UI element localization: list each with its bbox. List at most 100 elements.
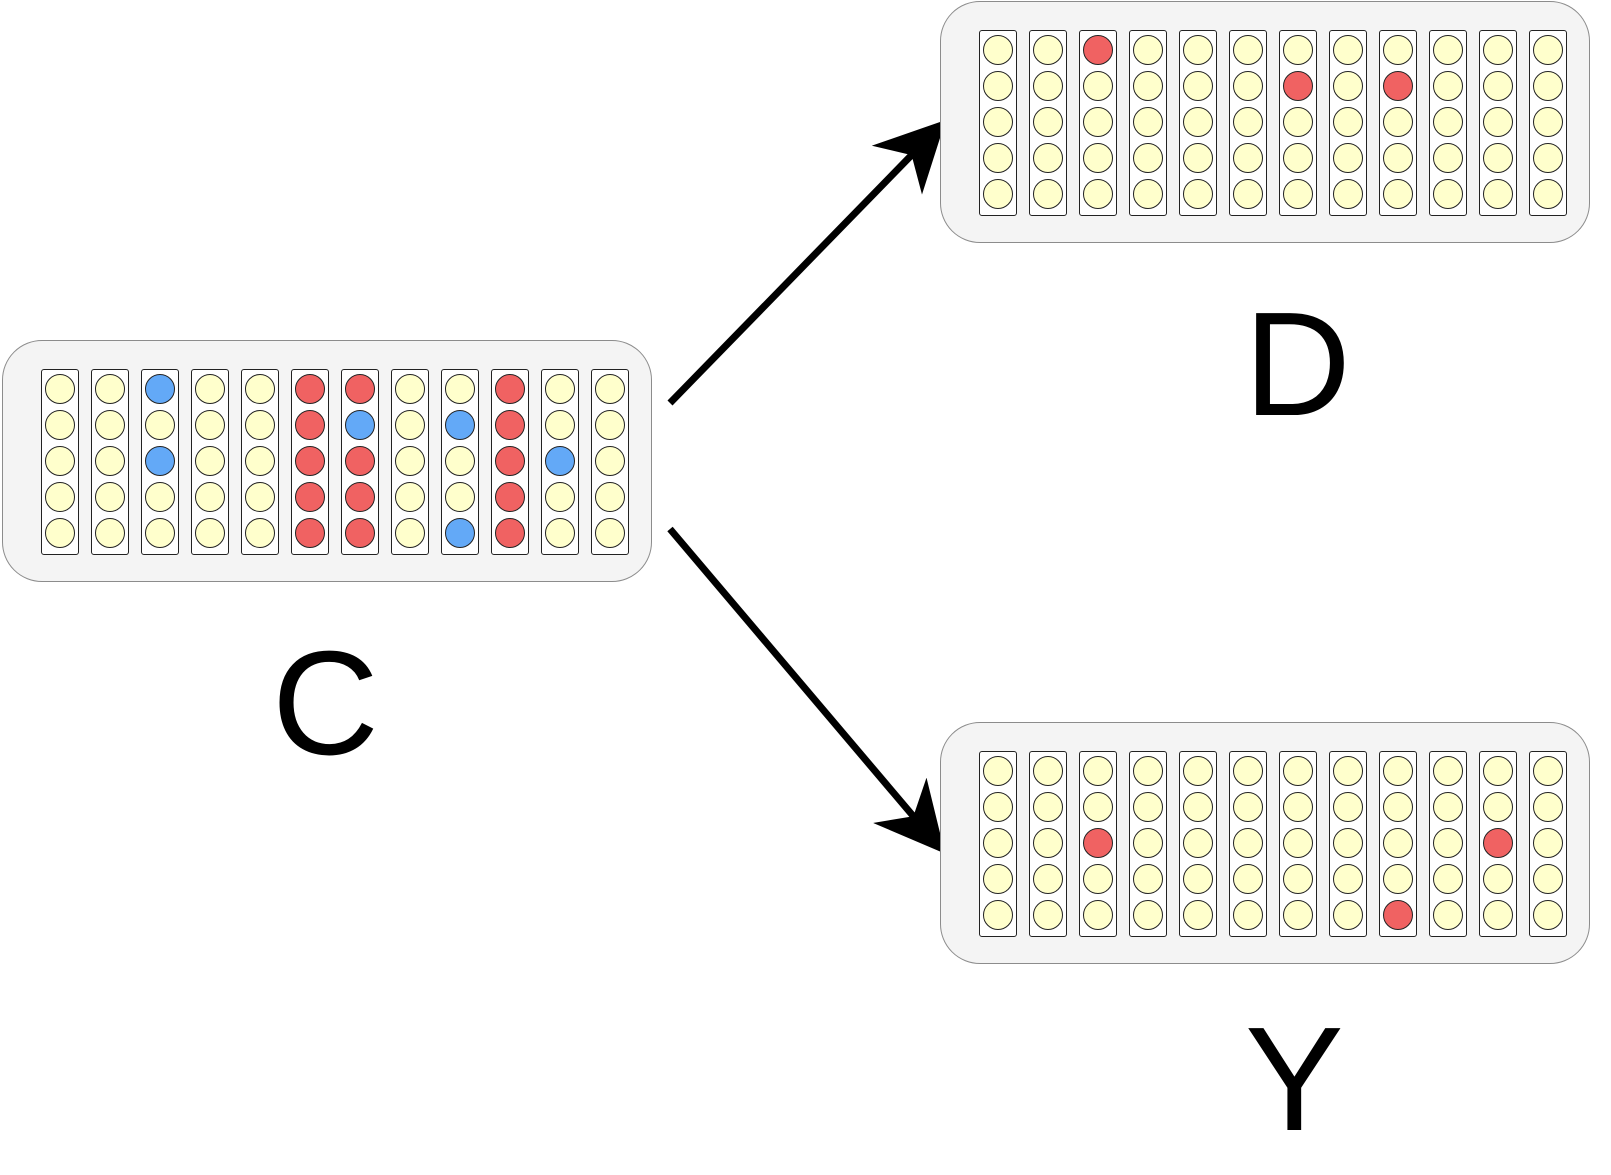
neutral-dot [1383,756,1413,786]
neutral-dot [1233,71,1263,101]
panel-c-column [291,369,329,555]
neutral-dot [1383,107,1413,137]
neutral-dot [1233,828,1263,858]
neutral-dot [983,828,1013,858]
panel-y-column [1079,751,1117,937]
blue-dot [445,518,475,548]
neutral-dot [1383,792,1413,822]
panel-y-column [1479,751,1517,937]
neutral-dot [1033,792,1063,822]
neutral-dot [1533,900,1563,930]
red-dot [345,374,375,404]
neutral-dot [983,107,1013,137]
neutral-dot [1083,792,1113,822]
neutral-dot [1433,71,1463,101]
neutral-dot [45,374,75,404]
neutral-dot [195,374,225,404]
neutral-dot [1283,864,1313,894]
panel-y-column [1379,751,1417,937]
red-dot [495,482,525,512]
neutral-dot [1033,143,1063,173]
red-dot [495,446,525,476]
neutral-dot [1283,107,1313,137]
neutral-dot [1033,35,1063,65]
panel-d-column [1179,30,1217,216]
neutral-dot [1233,900,1263,930]
neutral-dot [1233,107,1263,137]
neutral-dot [1433,143,1463,173]
arrow-c-to-d [667,119,946,406]
neutral-dot [195,482,225,512]
neutral-dot [1383,35,1413,65]
neutral-dot [395,410,425,440]
panel-y-column [1529,751,1567,937]
neutral-dot [245,410,275,440]
neutral-dot [1133,71,1163,101]
neutral-dot [1483,179,1513,209]
neutral-dot [1433,828,1463,858]
neutral-dot [1533,792,1563,822]
neutral-dot [1433,179,1463,209]
neutral-dot [1183,143,1213,173]
neutral-dot [245,374,275,404]
panel-d-column [1529,30,1567,216]
label-y: Y [1245,997,1344,1162]
red-dot [495,410,525,440]
red-dot [295,446,325,476]
neutral-dot [95,518,125,548]
neutral-dot [1333,107,1363,137]
neutral-dot [983,35,1013,65]
panel-c-column [441,369,479,555]
panel-y-column [1429,751,1467,937]
neutral-dot [1333,179,1363,209]
neutral-dot [1483,107,1513,137]
neutral-dot [445,482,475,512]
neutral-dot [1483,864,1513,894]
panel-c-column [491,369,529,555]
blue-dot [345,410,375,440]
neutral-dot [1383,864,1413,894]
neutral-dot [1483,900,1513,930]
neutral-dot [1183,828,1213,858]
neutral-dot [1283,900,1313,930]
panel-d-column [1479,30,1517,216]
neutral-dot [1283,179,1313,209]
panel-d-column [1429,30,1467,216]
panel-d-column [1279,30,1317,216]
neutral-dot [445,446,475,476]
neutral-dot [1333,828,1363,858]
neutral-dot [1233,792,1263,822]
neutral-dot [195,446,225,476]
blue-dot [545,446,575,476]
neutral-dot [1333,35,1363,65]
red-dot [1383,900,1413,930]
neutral-dot [95,410,125,440]
red-dot [295,410,325,440]
neutral-dot [545,518,575,548]
neutral-dot [145,410,175,440]
neutral-dot [595,482,625,512]
neutral-dot [1183,107,1213,137]
panel-y [940,722,1590,964]
panel-y-column [1029,751,1067,937]
neutral-dot [1183,35,1213,65]
panel-d-column [1029,30,1067,216]
neutral-dot [1283,35,1313,65]
neutral-dot [983,792,1013,822]
neutral-dot [1483,756,1513,786]
neutral-dot [1083,900,1113,930]
panel-c-column [41,369,79,555]
neutral-dot [395,482,425,512]
neutral-dot [1033,864,1063,894]
panel-c-column [241,369,279,555]
neutral-dot [1183,179,1213,209]
neutral-dot [395,518,425,548]
red-dot [495,374,525,404]
panel-c-column [191,369,229,555]
panel-c-column [141,369,179,555]
neutral-dot [1083,179,1113,209]
neutral-dot [245,446,275,476]
neutral-dot [45,410,75,440]
neutral-dot [1133,792,1163,822]
